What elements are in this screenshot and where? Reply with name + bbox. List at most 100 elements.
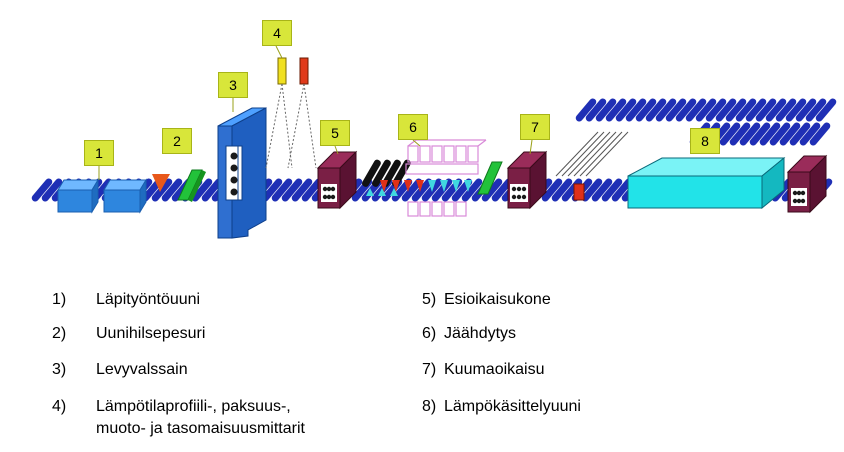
roller xyxy=(585,98,607,122)
roller xyxy=(645,98,667,122)
roller xyxy=(715,98,737,122)
plate-marker xyxy=(573,183,585,201)
label-8: 8 xyxy=(690,128,720,154)
roller xyxy=(719,122,741,146)
slab-2-front xyxy=(103,189,141,213)
cooling-hoods-lower xyxy=(407,201,467,217)
roller xyxy=(431,178,453,202)
legend-number: 3) xyxy=(52,361,67,378)
roller xyxy=(665,98,687,122)
roller xyxy=(775,98,797,122)
slab-1-side xyxy=(91,178,99,214)
roller xyxy=(191,178,213,202)
roller xyxy=(805,98,827,122)
roller xyxy=(601,178,623,202)
slab-2 xyxy=(103,179,147,191)
roller xyxy=(461,178,483,202)
roller xyxy=(575,98,597,122)
label-7: 7 xyxy=(520,114,550,140)
slab-1 xyxy=(57,179,99,191)
roller xyxy=(271,178,293,202)
roller xyxy=(735,98,757,122)
hot-leveller xyxy=(506,150,548,210)
roller xyxy=(595,98,617,122)
roller xyxy=(799,122,821,146)
hot-slab-tip xyxy=(152,174,170,192)
roller xyxy=(301,178,323,202)
label-3: 3 xyxy=(218,72,248,98)
transfer-lines xyxy=(555,131,629,177)
measurement-gauges xyxy=(265,57,317,169)
roller xyxy=(785,98,807,122)
roller xyxy=(759,122,781,146)
legend-number: 2) xyxy=(52,325,67,342)
roller xyxy=(541,178,563,202)
label-4: 4 xyxy=(262,20,292,46)
legend-number: 4) xyxy=(52,398,67,415)
roller xyxy=(655,98,677,122)
roller xyxy=(151,178,173,202)
label-2: 2 xyxy=(162,128,192,154)
legend-number: 1) xyxy=(52,291,67,308)
slab-2-side xyxy=(139,178,147,214)
label-1: 1 xyxy=(84,140,114,166)
reheating-furnace xyxy=(57,174,170,214)
cooling-sprays xyxy=(366,180,472,196)
roller xyxy=(729,122,751,146)
roller xyxy=(261,178,283,202)
rolling-mill-diagram xyxy=(31,45,837,239)
roller xyxy=(611,178,633,202)
legend-number: 5) xyxy=(422,291,437,308)
roller xyxy=(591,178,613,202)
legend-text: Lämpökäsittelyuuni xyxy=(444,398,581,415)
roller xyxy=(411,178,433,202)
legend-number: 7) xyxy=(422,361,437,378)
roller xyxy=(809,122,831,146)
roller xyxy=(675,98,697,122)
slab-1-front xyxy=(57,189,93,213)
legend-text: Kuumaoikaisu xyxy=(444,361,545,378)
roller xyxy=(291,178,313,202)
end-leveller xyxy=(786,154,828,214)
roller xyxy=(161,178,183,202)
roller xyxy=(745,98,767,122)
roller xyxy=(635,98,657,122)
roller xyxy=(739,122,761,146)
legend-text: Esioikaisukone xyxy=(444,291,551,308)
descaler xyxy=(177,169,206,202)
label-5: 5 xyxy=(320,120,350,146)
roller xyxy=(815,98,837,122)
roller xyxy=(491,178,513,202)
roller xyxy=(581,178,603,202)
label-6: 6 xyxy=(398,114,428,140)
pre-leveller xyxy=(316,150,358,210)
roller xyxy=(401,178,423,202)
legend-number: 6) xyxy=(422,325,437,342)
cooling-exit-marker xyxy=(477,161,503,195)
roller xyxy=(755,98,777,122)
heat-treatment-furnace xyxy=(627,156,786,210)
roller xyxy=(31,178,53,202)
roller xyxy=(789,122,811,146)
legend-text-line-2: muoto- ja tasomaisuusmittarit xyxy=(96,420,305,437)
label-leaders xyxy=(98,45,533,180)
roller xyxy=(749,122,771,146)
roller xyxy=(41,178,63,202)
legend-text: Läpityöntöuuni xyxy=(96,291,201,308)
roller xyxy=(795,98,817,122)
roller xyxy=(769,122,791,146)
roller xyxy=(685,98,707,122)
plate-mill-stand xyxy=(217,107,267,239)
roller xyxy=(551,178,573,202)
legend-number: 8) xyxy=(422,398,437,415)
roller xyxy=(725,98,747,122)
roller xyxy=(779,122,801,146)
roller xyxy=(765,98,787,122)
cooling-hoods-upper xyxy=(405,139,487,175)
roller xyxy=(605,98,627,122)
roller xyxy=(201,178,223,202)
legend-text: Jäähdytys xyxy=(444,325,517,342)
roller xyxy=(625,98,647,122)
legend-text: Levyvalssain xyxy=(96,361,188,378)
roller xyxy=(481,178,503,202)
